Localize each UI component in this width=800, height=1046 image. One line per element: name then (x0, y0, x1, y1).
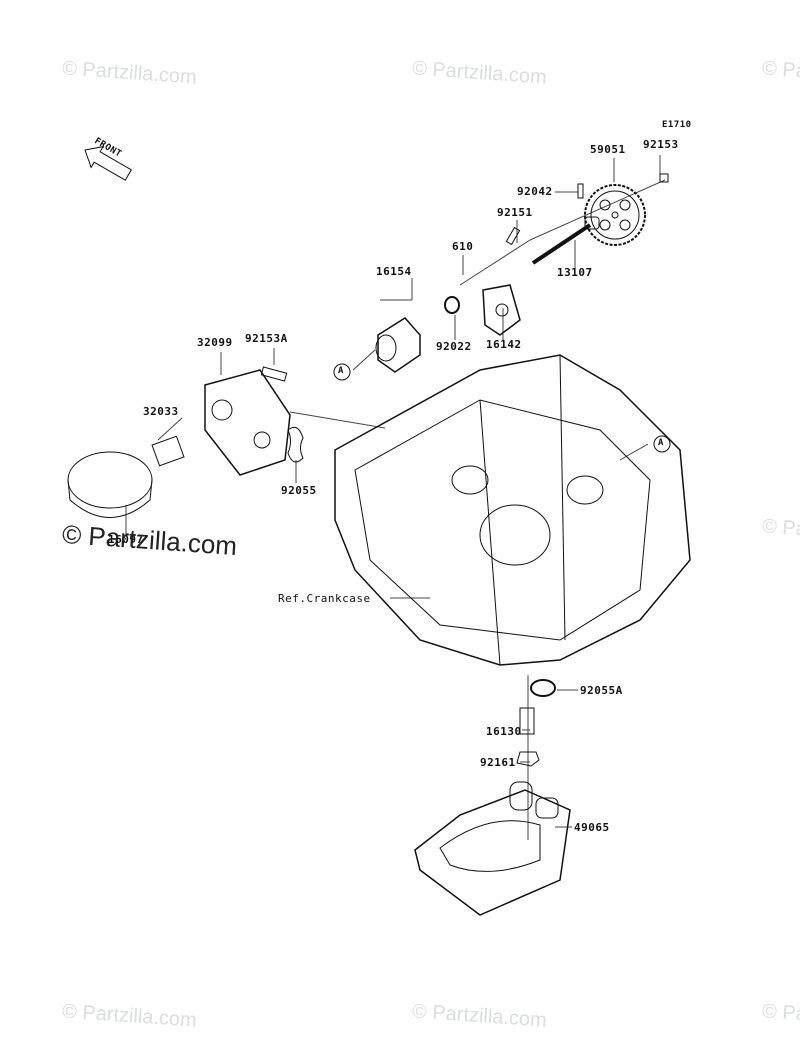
part-label-92161[interactable]: 92161 (480, 756, 516, 769)
part-label-92055[interactable]: 92055 (281, 484, 317, 497)
part-label-16154[interactable]: 16154 (376, 265, 412, 278)
part-label-16130[interactable]: 16130 (486, 725, 522, 738)
part-label-92153[interactable]: 92153 (643, 138, 679, 151)
part-label-610[interactable]: 610 (452, 240, 474, 253)
part-label-59051[interactable]: 59051 (590, 143, 626, 156)
diagram-id: E1710 (662, 120, 692, 130)
reference-label: Ref.Crankcase (278, 592, 371, 605)
part-label-16097[interactable]: 16097 (108, 533, 144, 546)
part-label-32033[interactable]: 32033 (143, 405, 179, 418)
part-label-49065[interactable]: 49065 (574, 821, 610, 834)
part-label-13107[interactable]: 13107 (557, 266, 593, 279)
part-label-92022[interactable]: 92022 (436, 340, 472, 353)
leader-lines (125, 155, 666, 840)
callout-a-label: A (658, 438, 664, 448)
part-label-32099[interactable]: 32099 (197, 336, 233, 349)
part-label-92042[interactable]: 92042 (517, 185, 553, 198)
callout-a-left (333, 363, 351, 381)
part-label-92055a[interactable]: 92055A (580, 684, 623, 697)
part-label-16142[interactable]: 16142 (486, 338, 522, 351)
front-arrow-icon (84, 145, 132, 181)
part-label-92151[interactable]: 92151 (497, 206, 533, 219)
callout-a-label: A (338, 366, 344, 376)
part-label-92153a[interactable]: 92153A (245, 332, 288, 345)
callout-a-right (653, 435, 671, 453)
